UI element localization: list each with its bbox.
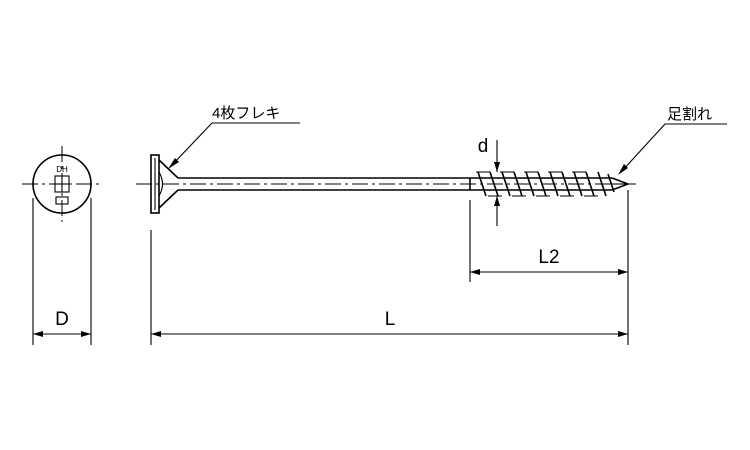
screw-side-view [136,154,636,214]
washer-head-callout: 4枚フレキ [168,105,300,169]
thread-flights [477,171,615,197]
thread-section [469,171,631,197]
total-length-dimension: L [151,309,628,337]
washer-head-note: 4枚フレキ [212,105,280,122]
thread-length-dimension: L2 [470,247,628,275]
head-diameter-dimension: D [33,309,91,337]
point-slot-callout: 足割れ [618,106,727,175]
thread-length-label: L2 [538,247,559,268]
thread-diameter-label: d [478,136,489,157]
countersink-cone [158,159,179,209]
total-length-label: L [385,309,396,330]
head-diameter-label: D [55,309,69,330]
head-marking-text: DH [56,165,68,174]
recess-small-mark [55,196,69,205]
head-end-view: DH [22,146,102,222]
thread-diameter-dimension: d [478,136,500,226]
point-note: 足割れ [667,106,712,123]
